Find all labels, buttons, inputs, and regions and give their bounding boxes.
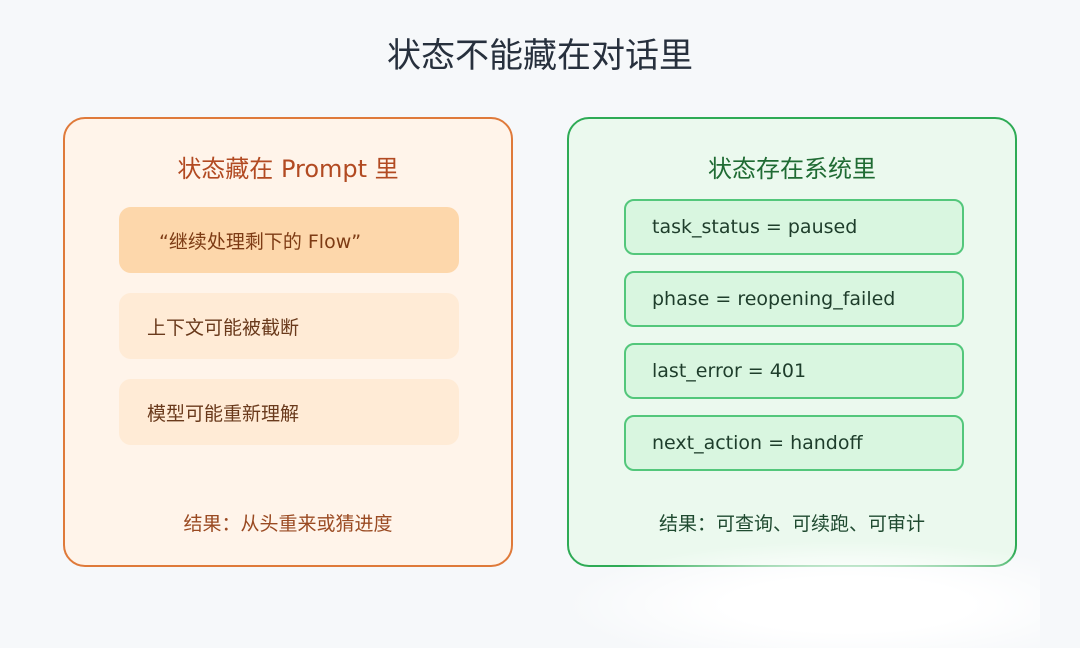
prompt-state-panel: 状态藏在 Prompt 里 “继续处理剩下的 Flow” 上下文可能被截断 模型… [63, 117, 513, 567]
system-state-panel: 状态存在系统里 task_status = paused phase = reo… [567, 117, 1017, 567]
model-reinterpret-item: 模型可能重新理解 [119, 379, 459, 445]
last-error-field: last_error = 401 [624, 343, 964, 399]
prompt-state-panel-title: 状态藏在 Prompt 里 [177, 155, 399, 183]
next-action-field: next_action = handoff [624, 415, 964, 471]
system-state-result: 结果：可查询、可续跑、可审计 [658, 513, 925, 535]
system-state-panel-title: 状态存在系统里 [708, 155, 876, 183]
diagram-title: 状态不能藏在对话里 [387, 36, 693, 76]
prompt-instruction-item: “继续处理剩下的 Flow” [119, 207, 459, 273]
task-status-field: task_status = paused [624, 199, 964, 255]
context-truncated-item: 上下文可能被截断 [119, 293, 459, 359]
prompt-state-result: 结果：从头重来或猜进度 [183, 513, 393, 535]
phase-field: phase = reopening_failed [624, 271, 964, 327]
